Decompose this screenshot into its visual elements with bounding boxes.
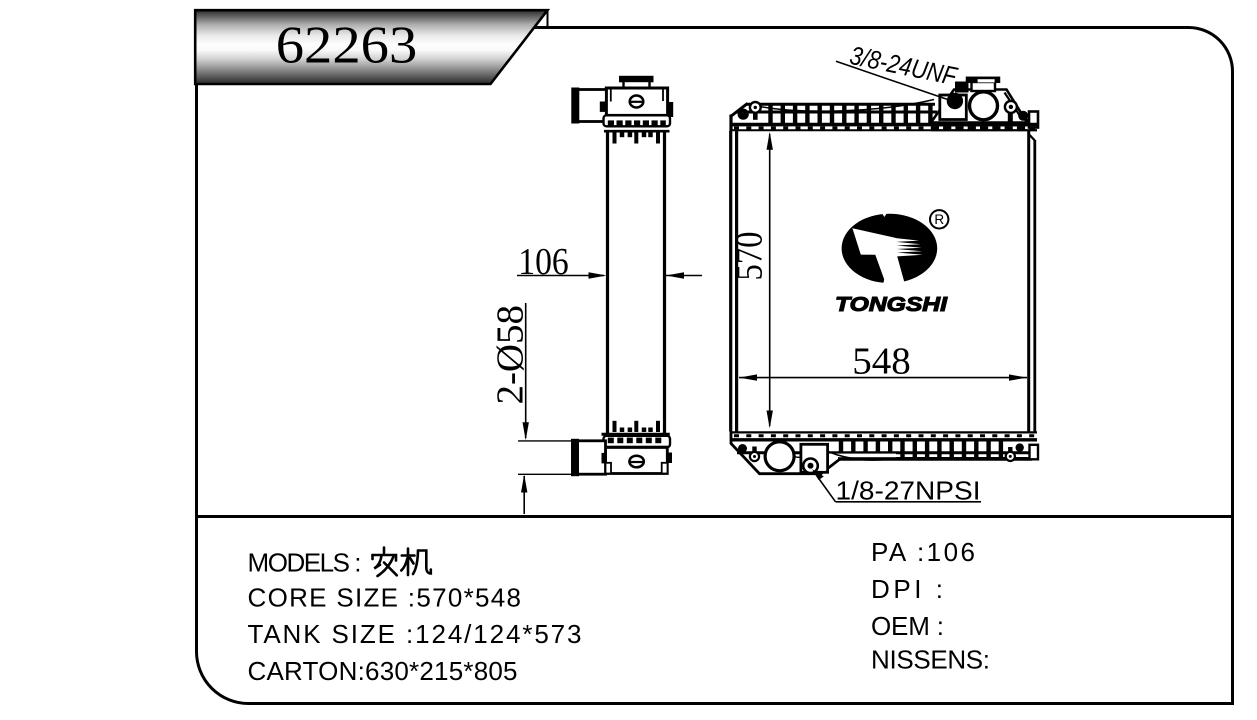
svg-text:DPI :: DPI : xyxy=(871,574,943,604)
svg-text:NISSENS:: NISSENS: xyxy=(871,645,990,675)
svg-text:CORE SIZE :570*548: CORE SIZE :570*548 xyxy=(248,583,522,613)
svg-text:62263: 62263 xyxy=(276,17,418,75)
svg-text:2-Ø58: 2-Ø58 xyxy=(490,305,532,405)
svg-text:CARTON:630*215*805: CARTON:630*215*805 xyxy=(248,656,518,686)
svg-text:PA :106: PA :106 xyxy=(871,537,975,567)
svg-text:1/8-27NPSI: 1/8-27NPSI xyxy=(836,476,981,506)
svg-text:106: 106 xyxy=(518,241,569,283)
svg-text:R: R xyxy=(934,212,944,227)
svg-text:OEM :: OEM : xyxy=(871,611,944,641)
svg-text:MODELS :: MODELS : xyxy=(248,548,362,578)
svg-text:570: 570 xyxy=(729,232,771,281)
svg-text:TANK SIZE :124/124*573: TANK SIZE :124/124*573 xyxy=(248,619,582,649)
svg-text:TONGSHI: TONGSHI xyxy=(835,293,949,316)
svg-text:548: 548 xyxy=(852,341,911,383)
